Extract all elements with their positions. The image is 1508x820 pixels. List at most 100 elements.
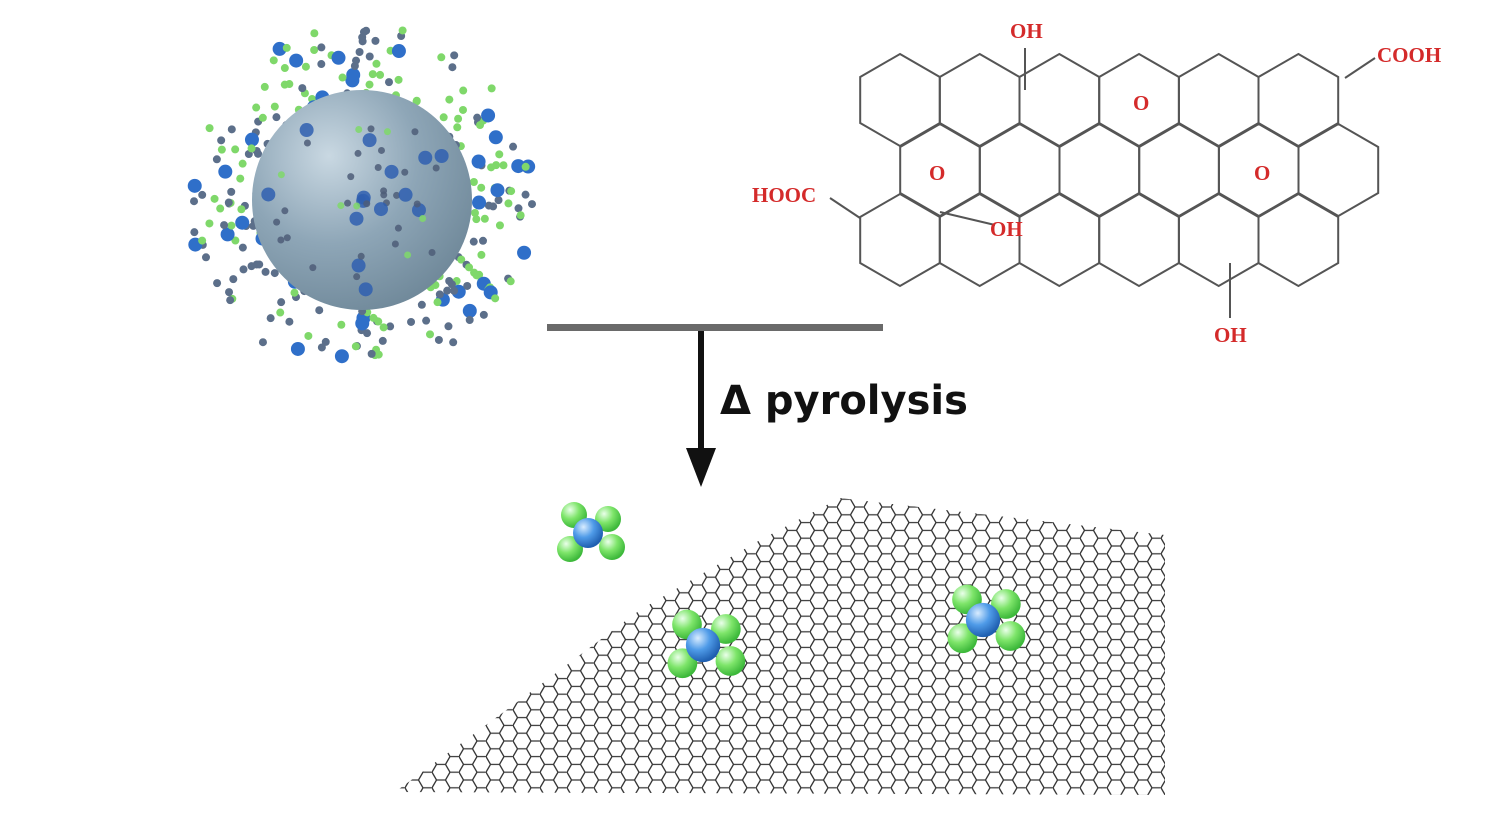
carbon-ring [1257,52,1340,148]
atom [355,316,370,331]
atom [439,113,448,122]
atom [310,46,319,55]
label-epoxide: O [1133,91,1149,115]
carbon-ring [1018,52,1101,148]
atom [448,63,457,72]
atom [353,202,361,210]
atom [260,82,269,91]
atom [459,86,468,95]
carbon-ring [859,52,941,148]
atom [218,164,233,179]
atom [355,47,364,56]
atom [210,194,219,203]
combine-bar [547,324,883,331]
ligand-atom [991,589,1021,619]
atom [444,322,453,331]
atom [258,338,267,347]
carbon-ring [859,192,941,288]
reaction-arrow: Δ pyrolysis [547,324,968,487]
atom [504,199,513,208]
atom [472,271,481,280]
atom [383,128,391,136]
atom [231,236,240,245]
atom [507,187,516,196]
atom [216,204,225,213]
atom [303,139,311,147]
atom [473,113,482,122]
atom [220,227,235,242]
atom [231,145,240,154]
atom [337,320,346,329]
atom [477,250,486,259]
carbon-ring [1257,192,1340,288]
atom [298,84,307,93]
carbon-ring [1297,122,1380,218]
atom [528,200,536,209]
atom [394,75,403,84]
atom [362,133,377,148]
atom [290,341,305,356]
label-cooh: COOH [1377,43,1441,67]
atom [357,252,365,260]
atom [472,195,487,210]
atom [521,190,530,199]
pyrolysis-label: Δ pyrolysis [720,378,968,424]
atom [365,52,374,61]
atom [220,221,229,230]
carbon-ring [1177,52,1260,148]
atom [237,205,246,214]
atom [450,286,459,295]
atom [315,306,324,315]
atom [516,211,525,220]
graphene-oxide-rings [859,52,1380,288]
atom [355,126,363,134]
label-oh-middle: OH [990,217,1023,241]
atom [205,219,214,228]
atom [225,288,234,297]
atom [277,298,286,307]
atom [432,164,440,172]
atom [190,197,199,206]
atom [401,168,409,176]
atom [331,50,346,65]
atom [476,121,485,130]
atom [499,161,508,170]
atom [358,282,373,297]
carbon-ring [1058,122,1141,218]
atom [487,163,496,172]
atom [435,290,444,299]
label-oh-top: OH [1010,19,1043,43]
atom [244,132,259,147]
atom [509,142,518,151]
atom [213,279,222,288]
atom [386,322,395,331]
atom [301,62,310,71]
atom [417,300,426,309]
atom [391,240,399,248]
label-hooc: HOOC [752,183,816,207]
atom [347,173,355,181]
atom [412,96,421,105]
atom [277,171,285,179]
atom [495,150,504,159]
atom [224,198,233,207]
atom [377,146,385,154]
atom [372,59,381,68]
atom [495,221,504,230]
atom [352,56,361,65]
atom [238,159,247,168]
atom [450,51,459,60]
atom [353,273,361,281]
atom [283,234,291,242]
atom [521,162,530,171]
atom [471,154,486,169]
atom [227,187,236,196]
atom [359,28,368,37]
atom [472,215,481,224]
atom [394,224,402,232]
atom [398,187,413,202]
atom [398,26,407,35]
carbon-ring [1018,192,1101,288]
atom [280,80,289,89]
atom [470,208,479,217]
